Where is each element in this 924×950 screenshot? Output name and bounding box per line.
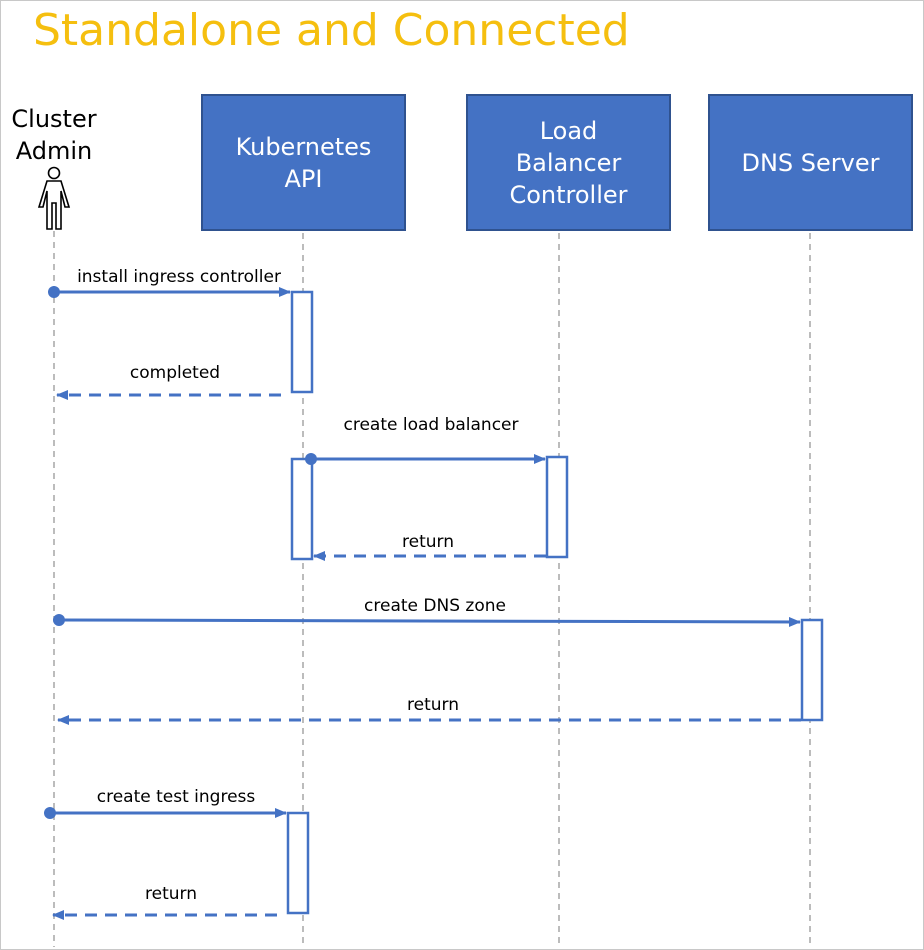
participant-box-load-balancer-controller: Load Balancer Controller: [466, 94, 671, 231]
message-label-create-dns-zone: create DNS zone: [364, 596, 506, 616]
message-label-return-lbc: return: [402, 532, 454, 552]
message-label-return-test: return: [145, 884, 197, 904]
message-label-install-ingress-controller: install ingress controller: [77, 267, 281, 287]
participant-label: DNS Server: [741, 148, 880, 177]
message-arrow-create-dns-zone: [58, 616, 801, 627]
actor-label-cluster-admin: Cluster Admin: [11, 105, 97, 165]
message-label-return-dns: return: [407, 695, 459, 715]
activation-bar-k8s-1: [290, 290, 314, 394]
activation-bar-k8s-2: [290, 457, 314, 561]
participant-box-kubernetes-api: Kubernetes API: [201, 94, 406, 231]
participant-label: Load Balancer Controller: [509, 116, 628, 209]
diagram-title: Standalone and Connected: [33, 5, 630, 56]
activation-bar-k8s-3: [286, 811, 310, 915]
message-label-create-load-balancer: create load balancer: [343, 415, 518, 435]
message-label-create-test-ingress: create test ingress: [97, 787, 256, 807]
participant-label: Kubernetes API: [235, 132, 372, 193]
participant-box-dns-server: DNS Server: [708, 94, 913, 231]
message-label-completed: completed: [130, 363, 220, 383]
activation-bar-lbc: [545, 455, 569, 559]
actor-figure-icon: [37, 166, 71, 230]
activation-bar-dns: [800, 618, 824, 722]
